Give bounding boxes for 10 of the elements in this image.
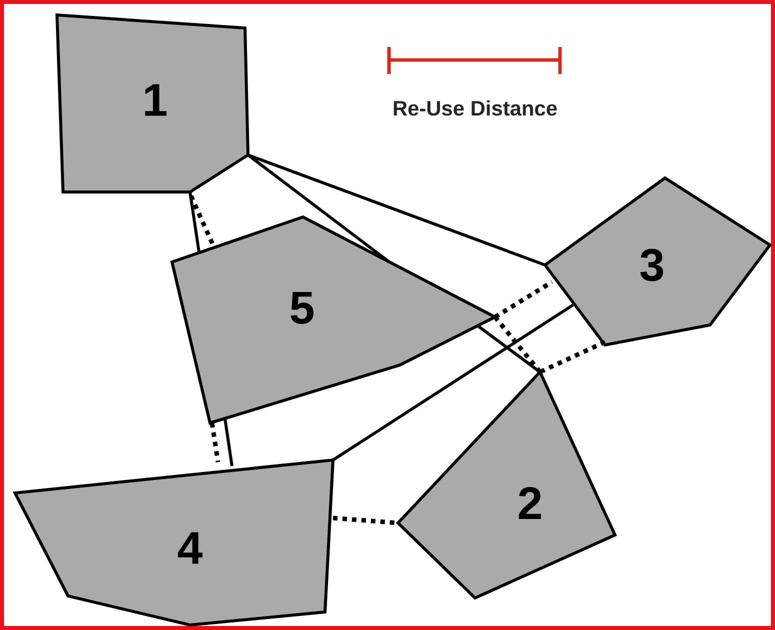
connector-line: [247, 154, 546, 266]
connector-line: [539, 340, 606, 374]
connector-line: [188, 192, 200, 252]
connector-line: [224, 418, 234, 466]
caption-text: Re-Use Distance: [394, 100, 557, 116]
connector-line: [493, 316, 542, 374]
connector-line: [494, 280, 554, 319]
connector-line: [332, 304, 574, 462]
connector-line: [210, 422, 220, 462]
connector-line: [188, 195, 216, 246]
